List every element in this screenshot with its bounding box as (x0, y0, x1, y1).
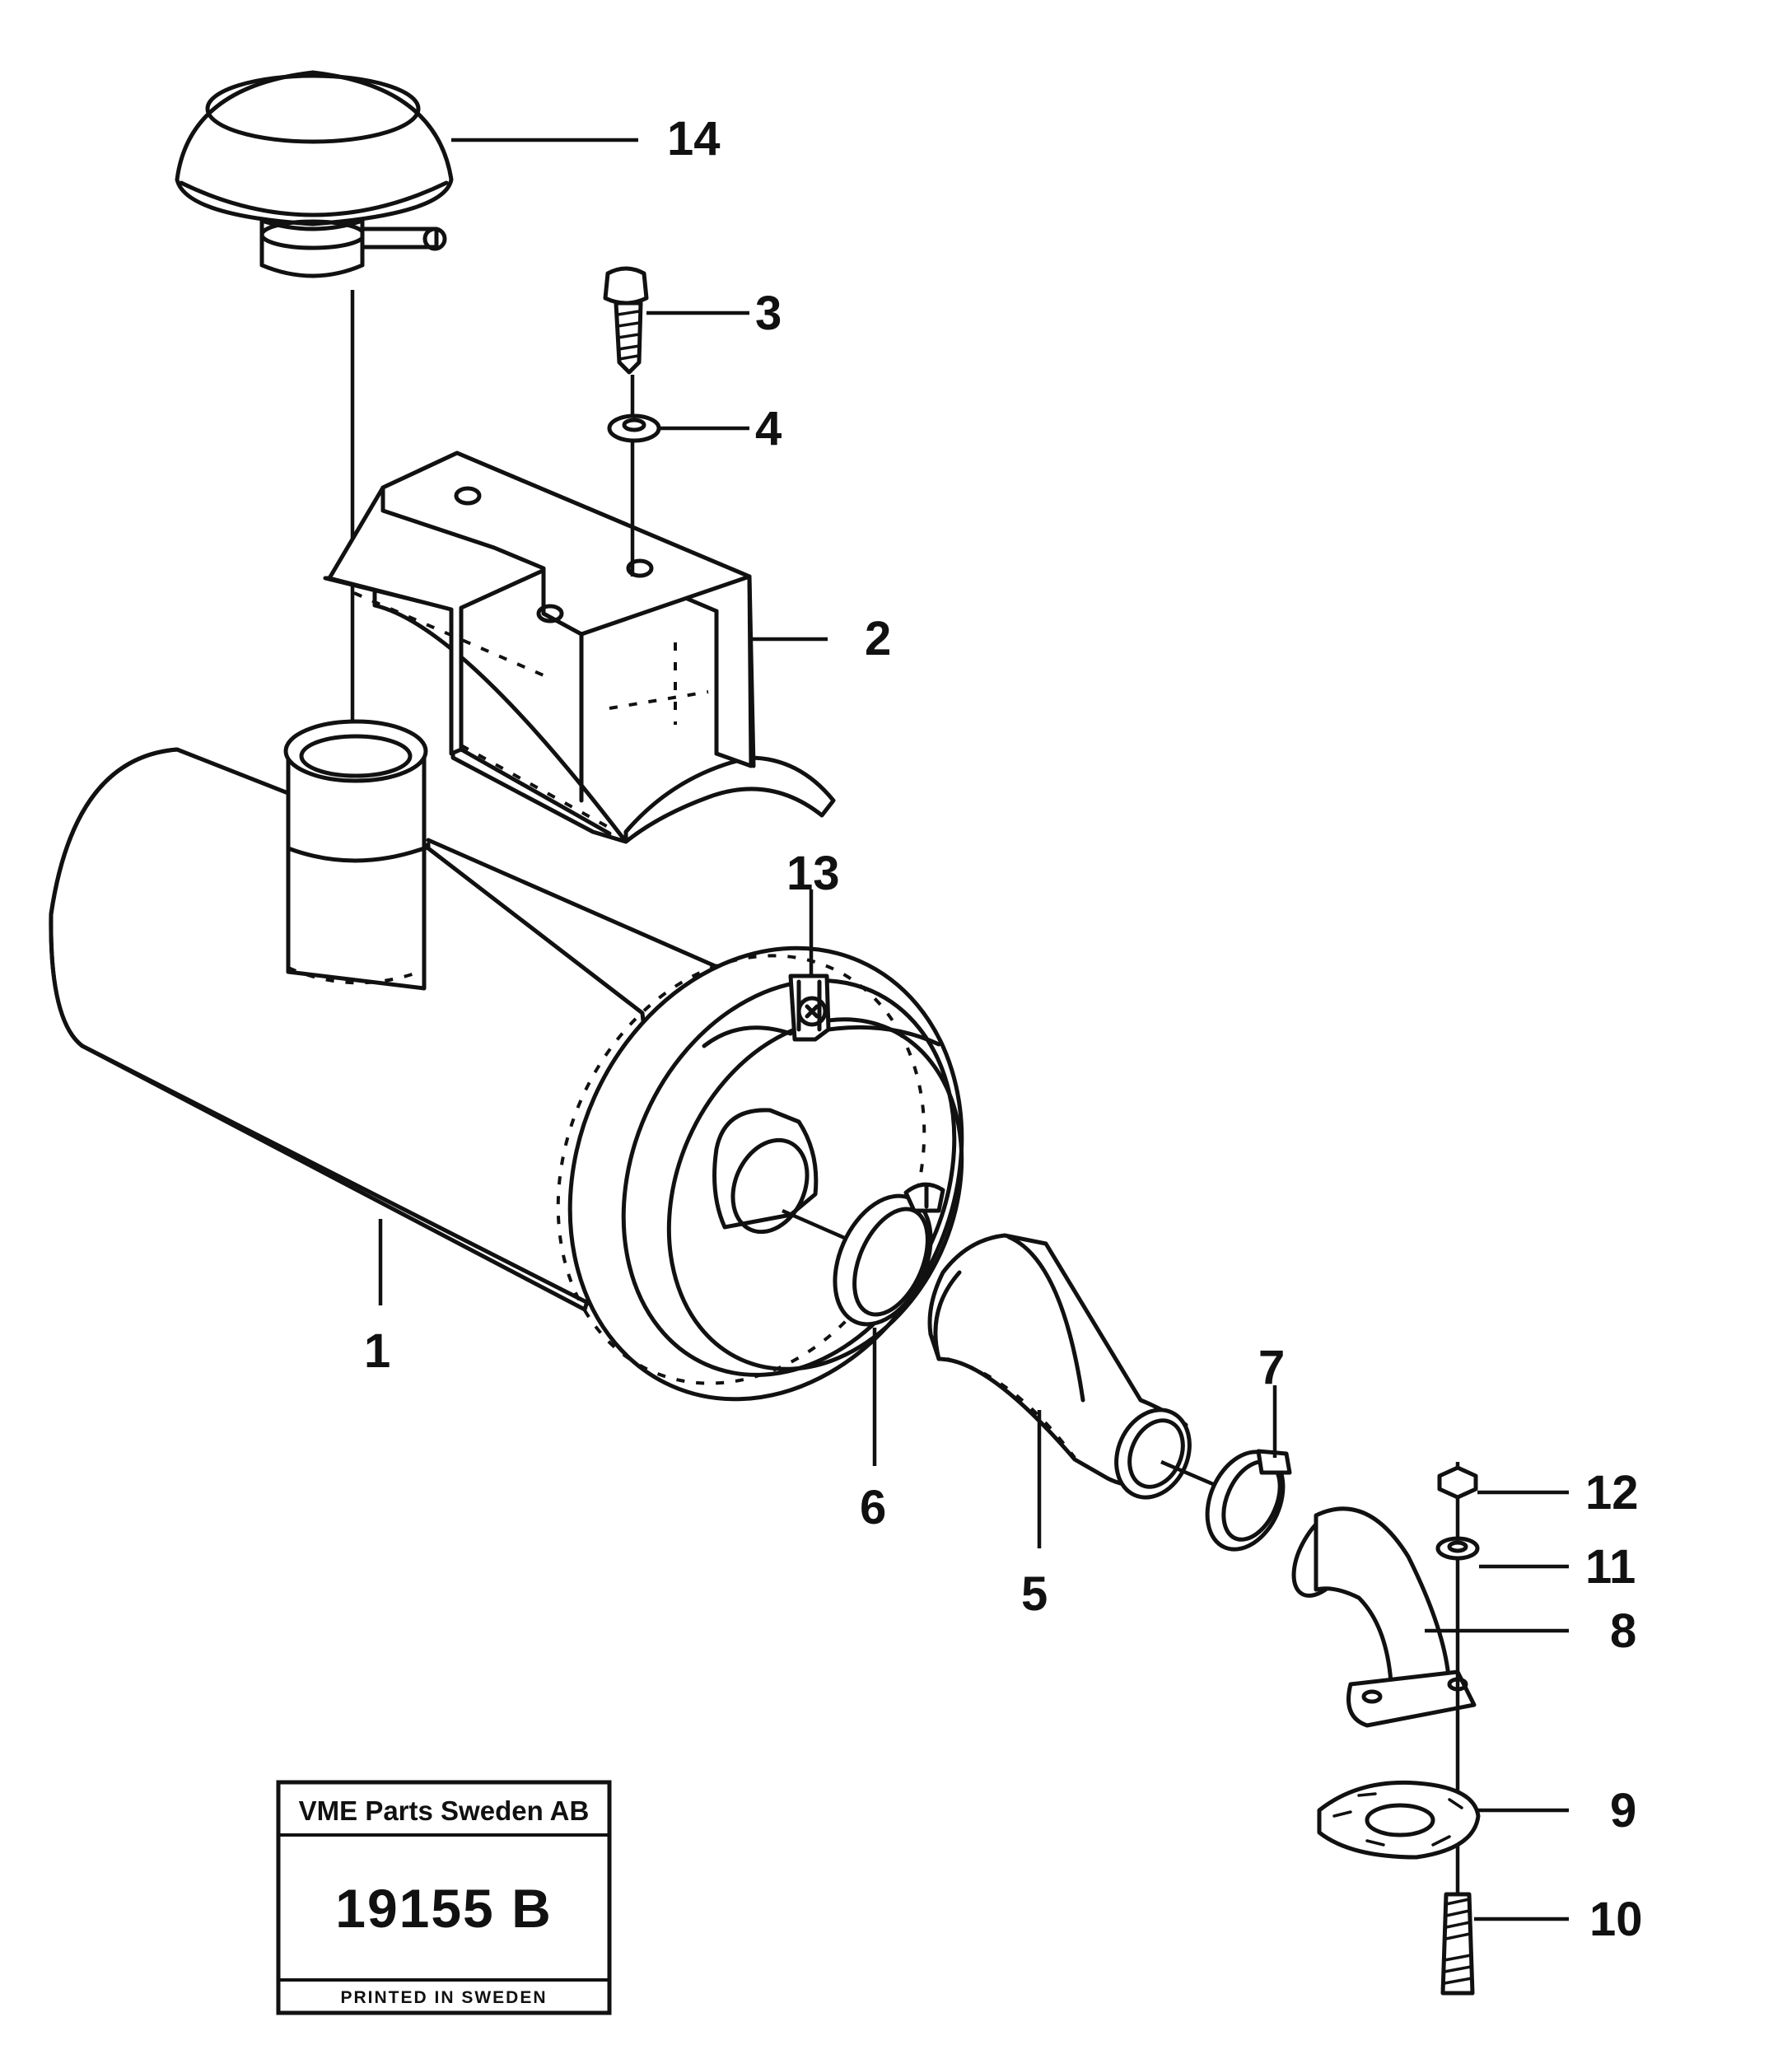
callout-2: 2 (865, 612, 891, 665)
callout-11: 11 (1585, 1540, 1636, 1594)
callout-3: 3 (755, 287, 782, 340)
callout-4: 4 (755, 402, 782, 455)
part-5-intake-hose[interactable] (927, 1233, 1220, 1509)
callout-6: 6 (860, 1481, 886, 1534)
callout-8: 8 (1610, 1604, 1636, 1658)
leader-lines (378, 138, 1569, 1921)
callout-13: 13 (786, 847, 840, 900)
part-2-mounting-bracket[interactable] (323, 451, 836, 844)
title-box-drawing-number: 19155 B (335, 1878, 553, 1939)
callout-14: 14 (667, 112, 721, 166)
title-box-company: VME Parts Sweden AB (299, 1795, 590, 1826)
part-13-clamp-band[interactable] (702, 973, 941, 1048)
part-14-precleaner-cap[interactable] (175, 70, 454, 278)
part-8-elbow-pipe[interactable] (1281, 1499, 1477, 1728)
part-3-screw[interactable] (603, 266, 649, 375)
part-1-air-cleaner-housing[interactable] (49, 719, 1032, 1462)
part-11-washer[interactable] (1435, 1536, 1480, 1561)
part-4-washer[interactable] (607, 413, 661, 443)
callout-9: 9 (1610, 1784, 1636, 1837)
callout-12: 12 (1585, 1466, 1639, 1520)
callout-7: 7 (1258, 1341, 1285, 1394)
part-12-nut[interactable] (1437, 1465, 1478, 1500)
title-box-footer: PRINTED IN SWEDEN (340, 1988, 547, 2007)
callout-5: 5 (1021, 1567, 1048, 1621)
callout-1: 1 (364, 1324, 390, 1378)
part-6-hose-clamp[interactable] (816, 1181, 950, 1339)
title-box: VME Parts Sweden AB 19155 B PRINTED IN S… (276, 1780, 612, 2015)
callout-10: 10 (1589, 1893, 1643, 1946)
part-7-hose-clamp[interactable] (1192, 1440, 1297, 1561)
part-9-gasket[interactable] (1317, 1780, 1481, 1860)
part-10-stud[interactable] (1440, 1892, 1475, 1996)
